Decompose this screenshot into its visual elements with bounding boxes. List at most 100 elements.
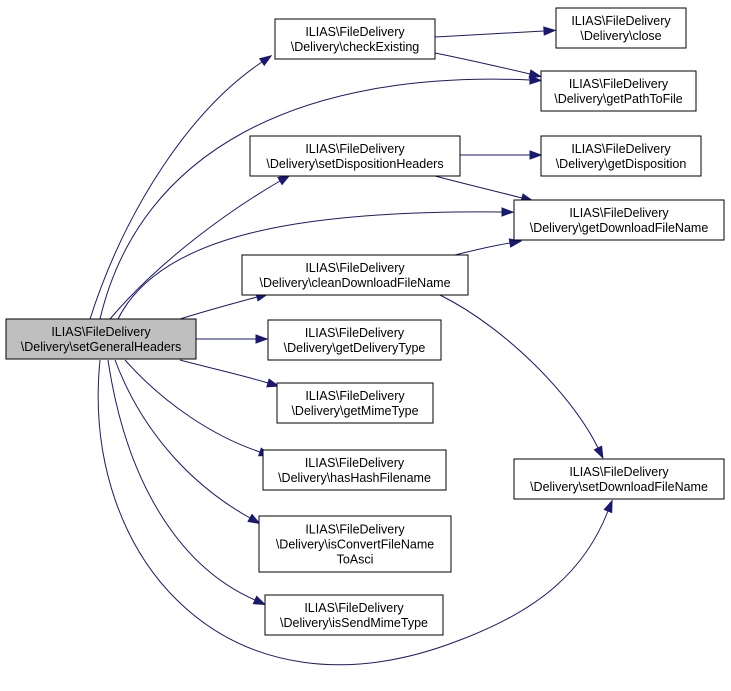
arrowhead-icon: [593, 445, 604, 460]
arrowhead-icon: [529, 75, 543, 85]
node-box: [540, 135, 702, 177]
node-label-line: \Delivery\hasHashFilename: [278, 471, 431, 485]
node-getDownloadFileName[interactable]: ILIAS\FileDelivery\Delivery\getDownloadF…: [513, 199, 725, 241]
node-label-line: ILIAS\FileDelivery: [571, 14, 671, 28]
node-label-line: \Delivery\setDispositionHeaders: [266, 157, 443, 171]
node-label-line: ILIAS\FileDelivery: [305, 523, 405, 537]
node-box: [513, 199, 725, 241]
node-label-line: \Delivery\getPathToFile: [554, 92, 683, 106]
node-label-line: ILIAS\FileDelivery: [51, 325, 151, 339]
node-label-line: ILIAS\FileDelivery: [305, 326, 405, 340]
edge-line: [434, 175, 523, 199]
edge-line: [107, 359, 256, 601]
node-label-line: \Delivery\checkExisting: [291, 40, 420, 54]
arrowhead-icon: [529, 150, 543, 160]
edge-setDispositionHeaders-to-getDownloadFileName: [434, 175, 535, 203]
node-label-line: ILIAS\FileDelivery: [569, 465, 669, 479]
node-setGeneralHeaders[interactable]: ILIAS\FileDelivery\Delivery\setGeneralHe…: [5, 318, 197, 360]
edge-line: [109, 180, 281, 320]
edge-line: [97, 359, 609, 666]
node-box: [513, 458, 725, 500]
arrowhead-icon: [543, 26, 557, 36]
node-box: [262, 449, 447, 491]
node-label-line: ILIAS\FileDelivery: [305, 25, 405, 39]
node-box: [274, 18, 436, 60]
edge-setGeneralHeaders-to-cleanDownloadFileName: [179, 292, 270, 320]
edge-setGeneralHeaders-to-setDownloadFileName: [97, 359, 613, 666]
edge-setGeneralHeaders-to-setDispositionHeaders: [109, 174, 291, 320]
arrowhead-icon: [501, 207, 515, 217]
edge-setGeneralHeaders-to-isConvertFileNameToAsci: [114, 359, 261, 525]
node-box: [249, 135, 461, 177]
edge-line: [114, 359, 251, 519]
edge-line: [124, 359, 261, 453]
edge-line: [434, 52, 531, 75]
edge-line: [434, 30, 545, 38]
node-box: [258, 515, 452, 573]
node-label-line: ToAsci: [337, 553, 374, 567]
node-label-line: ILIAS\FileDelivery: [305, 142, 405, 156]
node-checkExisting[interactable]: ILIAS\FileDelivery\Delivery\checkExistin…: [274, 18, 436, 60]
arrowhead-icon: [603, 499, 613, 514]
edge-line: [89, 61, 263, 320]
node-label-line: ILIAS\FileDelivery: [569, 77, 669, 91]
node-getPathToFile[interactable]: ILIAS\FileDelivery\Delivery\getPathToFil…: [540, 70, 697, 112]
node-box: [276, 382, 434, 424]
node-close[interactable]: ILIAS\FileDelivery\Delivery\close: [555, 7, 687, 49]
node-label-line: ILIAS\FileDelivery: [305, 456, 405, 470]
node-getDisposition[interactable]: ILIAS\FileDelivery\Delivery\getDispositi…: [540, 135, 702, 177]
node-getDeliveryType[interactable]: ILIAS\FileDelivery\Delivery\getDeliveryT…: [267, 319, 442, 361]
node-setDownloadFileName[interactable]: ILIAS\FileDelivery\Delivery\setDownloadF…: [513, 458, 725, 500]
node-setDispositionHeaders[interactable]: ILIAS\FileDelivery\Delivery\setDispositi…: [249, 135, 461, 177]
edge-setGeneralHeaders-to-getMimeType: [179, 359, 280, 388]
node-label-line: \Delivery\getDeliveryType: [284, 341, 426, 355]
node-label-line: \Delivery\setDownloadFileName: [530, 480, 708, 494]
edge-cleanDownloadFileName-to-setDownloadFileName: [439, 294, 604, 460]
edge-checkExisting-to-getPathToFile: [434, 52, 543, 79]
node-label-line: ILIAS\FileDelivery: [305, 389, 405, 403]
node-isConvertFileNameToAsci[interactable]: ILIAS\FileDelivery\Delivery\isConvertFil…: [258, 515, 452, 573]
edge-checkExisting-to-close: [434, 26, 557, 38]
edge-line: [117, 211, 503, 320]
node-box: [264, 594, 444, 636]
node-label-line: \Delivery\isConvertFileName: [276, 538, 434, 552]
arrowhead-icon: [252, 595, 267, 606]
node-label-line: ILIAS\FileDelivery: [571, 142, 671, 156]
node-isSendMimeType[interactable]: ILIAS\FileDelivery\Delivery\isSendMimeTy…: [264, 594, 444, 636]
edge-setGeneralHeaders-to-getPathToFile: [99, 75, 543, 320]
node-label-line: \Delivery\cleanDownloadFileName: [259, 276, 450, 290]
edge-setGeneralHeaders-to-getDownloadFileName: [117, 207, 515, 320]
node-label-line: \Delivery\close: [580, 29, 661, 43]
edge-setGeneralHeaders-to-hasHashFilename: [124, 359, 272, 457]
node-box: [540, 70, 697, 112]
node-box: [267, 319, 442, 361]
edge-line: [179, 359, 269, 384]
node-label-line: \Delivery\getMimeType: [291, 404, 418, 418]
edge-line: [454, 242, 511, 256]
node-box: [555, 7, 687, 49]
node-label-line: ILIAS\FileDelivery: [305, 261, 405, 275]
node-getMimeType[interactable]: ILIAS\FileDelivery\Delivery\getMimeType: [276, 382, 434, 424]
node-cleanDownloadFileName[interactable]: ILIAS\FileDelivery\Delivery\cleanDownloa…: [241, 254, 469, 296]
edge-line: [179, 296, 258, 320]
node-box: [5, 318, 197, 360]
arrowhead-icon: [277, 174, 291, 186]
node-label-line: \Delivery\getDisposition: [556, 157, 687, 171]
nodes-layer: ILIAS\FileDelivery\Delivery\setGeneralHe…: [5, 7, 725, 636]
node-label-line: \Delivery\getDownloadFileName: [530, 221, 709, 235]
edge-line: [99, 78, 531, 320]
node-hasHashFilename[interactable]: ILIAS\FileDelivery\Delivery\hasHashFilen…: [262, 449, 447, 491]
edge-setGeneralHeaders-to-checkExisting: [89, 55, 273, 320]
node-box: [241, 254, 469, 296]
arrowhead-icon: [528, 69, 543, 79]
edge-line: [439, 294, 599, 449]
arrowhead-icon: [266, 378, 280, 388]
edge-setGeneralHeaders-to-getDeliveryType: [196, 334, 269, 344]
node-label-line: ILIAS\FileDelivery: [304, 601, 404, 615]
node-label-line: \Delivery\isSendMimeType: [280, 616, 428, 630]
edge-cleanDownloadFileName-to-getDownloadFileName: [454, 238, 523, 256]
node-label-line: \Delivery\setGeneralHeaders: [21, 340, 182, 354]
edge-setDispositionHeaders-to-getDisposition: [460, 150, 543, 160]
arrowhead-icon: [247, 513, 261, 525]
